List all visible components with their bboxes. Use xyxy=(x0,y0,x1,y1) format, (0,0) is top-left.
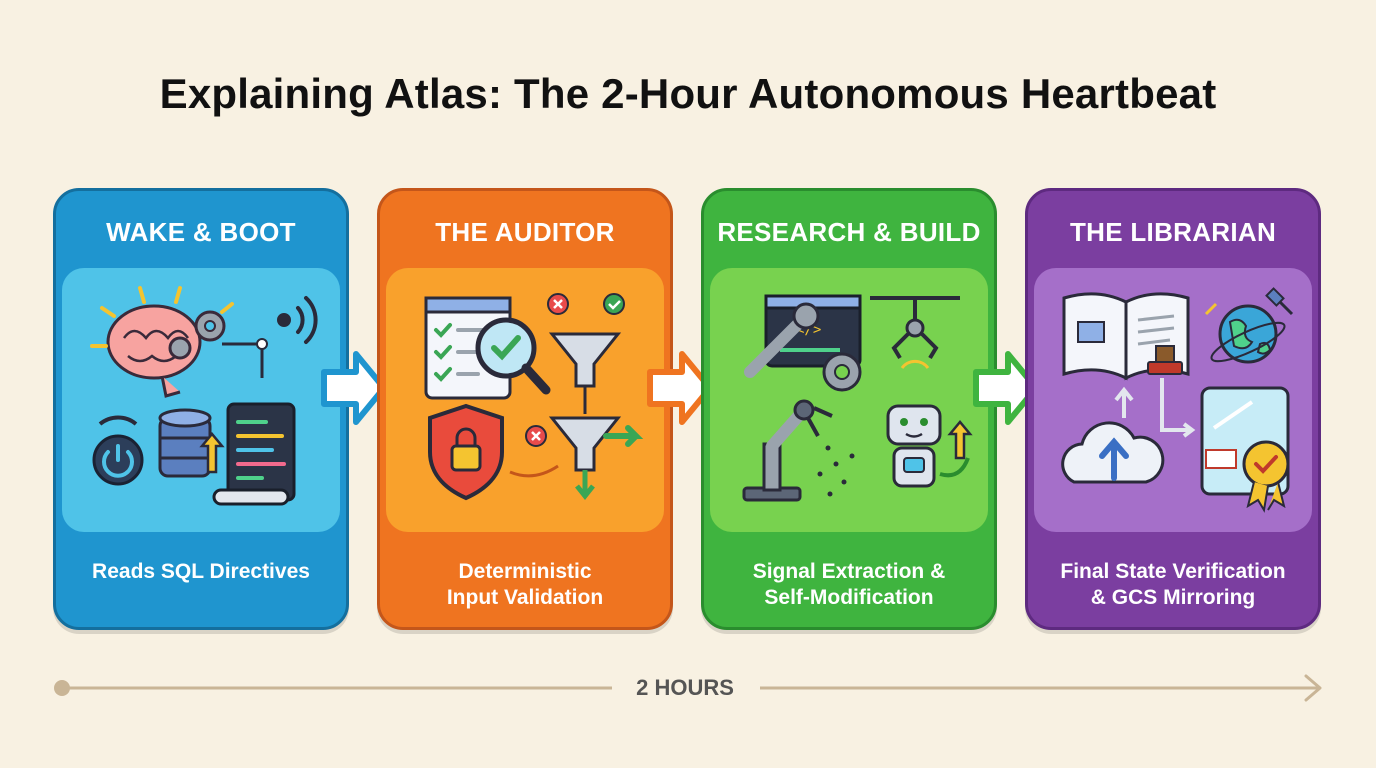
checklist-magnifier-icon xyxy=(426,298,546,398)
robot-icon xyxy=(888,406,970,486)
stage-heading: WAKE & BOOT xyxy=(56,217,346,248)
power-icon xyxy=(94,417,142,484)
verified-document-icon xyxy=(1202,388,1288,510)
robot-claw-icon xyxy=(870,298,960,368)
open-book-stamp-icon xyxy=(1064,294,1188,378)
stage-card-wake-boot: WAKE & BOOT xyxy=(53,188,349,630)
filter-funnel-icon xyxy=(526,294,636,496)
stage-card-librarian: THE LIBRARIAN xyxy=(1025,188,1321,630)
stage-caption: Reads SQL Directives xyxy=(56,559,346,585)
stage-caption: Signal Extraction & Self-Modification xyxy=(704,559,994,611)
code-wrench-icon: </> xyxy=(750,296,860,390)
stage-illustration xyxy=(386,268,664,532)
code-scroll-icon xyxy=(214,404,294,504)
stage-caption: Deterministic Input Validation xyxy=(380,559,670,611)
signal-waves-icon xyxy=(279,298,316,342)
timeline-label: 2 HOURS xyxy=(620,675,750,701)
stage-heading: THE LIBRARIAN xyxy=(1028,217,1318,248)
database-upload-icon xyxy=(160,410,222,476)
shield-lock-icon xyxy=(430,406,558,498)
cloud-upload-icon xyxy=(1063,378,1192,482)
page-title: Explaining Atlas: The 2-Hour Autonomous … xyxy=(0,70,1376,118)
stage-illustration xyxy=(1034,268,1312,532)
stage-caption: Final State Verification & GCS Mirroring xyxy=(1028,559,1318,611)
stage-heading: THE AUDITOR xyxy=(380,217,670,248)
stage-illustration xyxy=(62,268,340,532)
globe-satellite-icon xyxy=(1206,289,1292,368)
stage-card-research-build: RESEARCH & BUILD </> xyxy=(701,188,997,630)
brain-gears-icon xyxy=(92,288,267,396)
stage-card-auditor: THE AUDITOR xyxy=(377,188,673,630)
stage-heading: RESEARCH & BUILD xyxy=(704,217,994,248)
robot-arm-icon xyxy=(744,401,855,500)
stage-illustration: </> xyxy=(710,268,988,532)
